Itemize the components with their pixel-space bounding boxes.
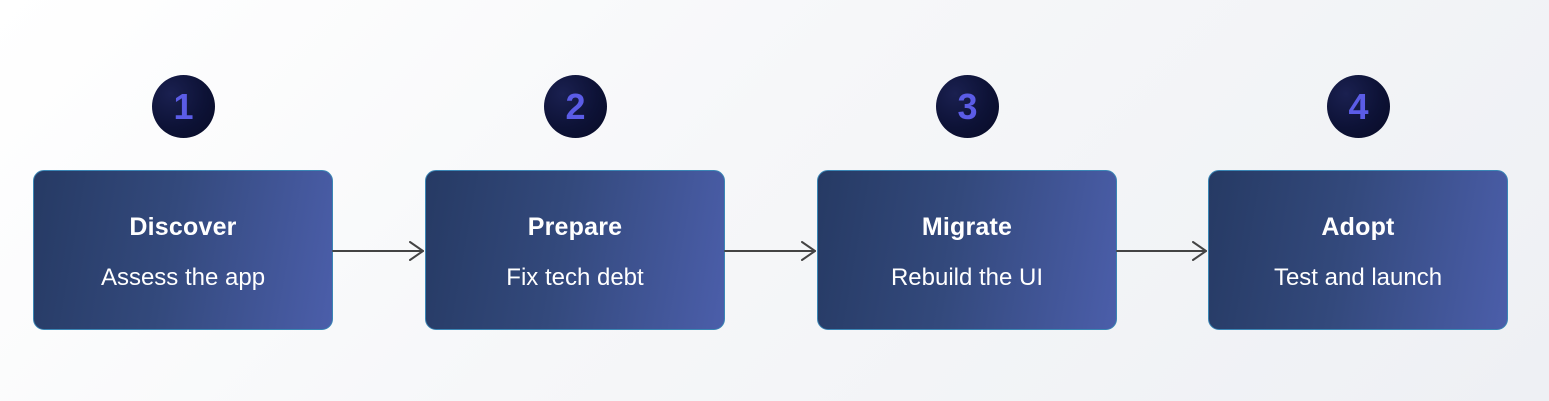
step-4-number: 4 xyxy=(1348,85,1369,127)
step-2-card: Prepare Fix tech debt xyxy=(425,170,725,330)
step-1-card: Discover Assess the app xyxy=(33,170,333,330)
step-3-card: Migrate Rebuild the UI xyxy=(817,170,1117,330)
step-2-number: 2 xyxy=(565,85,586,127)
step-3-subtitle: Rebuild the UI xyxy=(890,264,1044,291)
step-4-badge: 4 xyxy=(1327,75,1390,138)
step-4-subtitle: Test and launch xyxy=(1273,264,1443,291)
step-2-subtitle: Fix tech debt xyxy=(506,264,644,291)
arrow-3-to-4 xyxy=(1116,241,1207,261)
arrow-2-to-3 xyxy=(724,241,816,261)
step-1-badge: 1 xyxy=(152,75,215,138)
step-4-title: Adopt xyxy=(1321,213,1395,241)
step-4-card: Adopt Test and launch xyxy=(1208,170,1508,330)
step-2-badge: 2 xyxy=(544,75,607,138)
step-3-badge: 3 xyxy=(936,75,999,138)
step-3-number: 3 xyxy=(957,85,978,127)
step-1-number: 1 xyxy=(173,85,194,127)
step-1-subtitle: Assess the app xyxy=(100,264,266,291)
step-3-title: Migrate xyxy=(921,213,1013,241)
step-1-title: Discover xyxy=(129,213,237,241)
step-2-title: Prepare xyxy=(527,213,623,241)
arrow-1-to-2 xyxy=(332,241,424,261)
